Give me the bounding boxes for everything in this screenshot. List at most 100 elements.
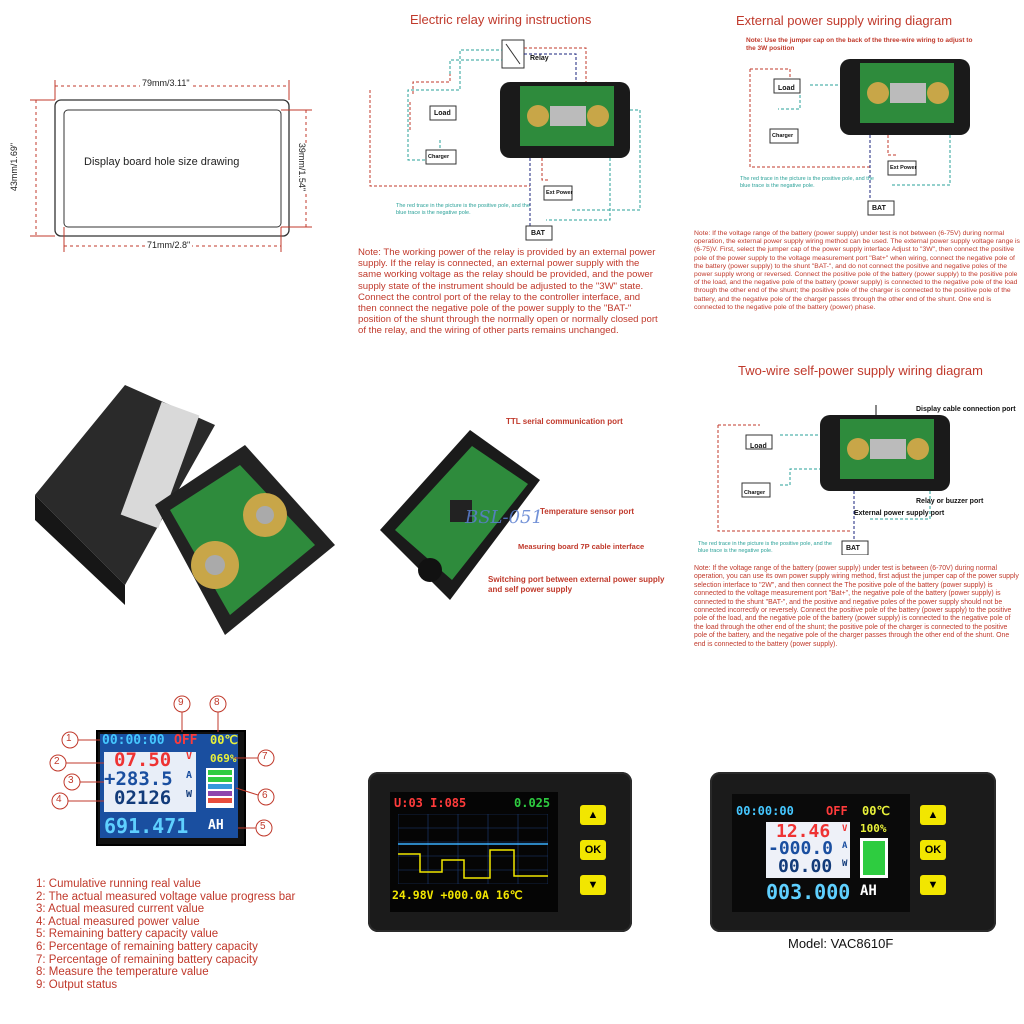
callout-temp: Temperature sensor port — [540, 507, 635, 516]
ext-power-port-label: External power supply port — [854, 510, 945, 517]
charger-label: Charger — [428, 154, 450, 160]
meter-time: 00:00:00 — [736, 804, 794, 818]
marker-3: 3 — [68, 775, 74, 786]
relay-label: Relay — [530, 55, 549, 62]
legend-item: 5: Remaining battery capacity value — [36, 928, 219, 941]
meter-screen — [390, 792, 558, 912]
meter-graph-panel: U:03 I:085 0.025 24.98V +000.0A 16℃ ▲ OK… — [368, 772, 632, 932]
jumper-note: Note: Use the jumper cap on the back of … — [746, 37, 973, 52]
battery-level — [863, 841, 885, 875]
meter-graph — [398, 814, 548, 884]
ext-power-label: Ext Power — [546, 190, 573, 196]
marker-5: 5 — [260, 821, 266, 832]
watermark: BSL-051 — [465, 507, 543, 528]
bat-label: BAT — [531, 230, 545, 237]
down-button[interactable]: ▼ — [580, 875, 606, 895]
battery-seg-4 — [208, 791, 232, 796]
up-button[interactable]: ▲ — [580, 805, 606, 825]
top-dimension: 79mm/3.11" — [140, 78, 192, 88]
load-label: Load — [750, 443, 767, 450]
hole-caption: Display board hole size drawing — [84, 156, 240, 168]
battery-seg-5 — [208, 798, 232, 803]
charger-label: Charger — [744, 490, 766, 496]
relay-diagram — [369, 39, 641, 241]
battery-seg-2 — [208, 777, 232, 782]
meter-percent: 100% — [860, 822, 887, 835]
callout-measuring: Measuring board 7P cable interface — [518, 542, 645, 551]
meter-capacity-unit: AH — [860, 883, 877, 899]
external-power-panel: External power supply wiring diagram Not… — [690, 0, 1024, 340]
trace-note: The red trace in the picture is the posi… — [698, 541, 832, 554]
lcd-voltage: 07.50 — [114, 749, 172, 771]
lcd-current-unit: A — [186, 770, 193, 781]
meter-voltage-unit: V — [842, 824, 848, 834]
lcd-capacity-unit: AH — [208, 818, 224, 833]
relay-buzzer-label: Relay or buzzer port — [916, 498, 984, 505]
legend-list: 1: Cumulative running real value 2: The … — [36, 878, 336, 991]
load-label: Load — [778, 85, 795, 92]
lcd-power-unit: W — [186, 789, 193, 800]
relay-title: Electric relay wiring instructions — [410, 12, 592, 27]
charger-label: Charger — [772, 133, 794, 139]
right-dimension: 39mm/1.54" — [297, 142, 308, 192]
model-label: Model: VAC8610F — [788, 936, 894, 951]
marker-8: 8 — [214, 697, 220, 708]
marker-9: 9 — [178, 697, 184, 708]
battery-seg-3 — [208, 784, 232, 789]
trace-note: The red trace in the picture is the posi… — [396, 203, 530, 216]
lcd-time: 00:00:00 — [102, 733, 165, 748]
bat-label: BAT — [872, 205, 886, 212]
two-wire-panel: Two-wire self-power supply wiring diagra… — [690, 355, 1024, 685]
marker-1: 1 — [66, 733, 72, 744]
legend-item: 7: Percentage of remaining battery capac… — [36, 953, 258, 966]
ok-button[interactable]: OK — [920, 840, 946, 860]
left-dimension: 43mm/1.69" — [9, 142, 20, 192]
legend-item: 8: Measure the temperature value — [36, 966, 209, 979]
hole-size-drawing: 79mm/3.11" 43mm/1.69" 39mm/1.54" 71mm/2.… — [0, 60, 330, 260]
graph-bottom-line: 24.98V +000.0A 16℃ — [392, 888, 523, 902]
bat-label: BAT — [846, 545, 860, 552]
board-callouts-panel: BSL-051 TTL serial communication port Te… — [340, 400, 680, 660]
lcd-legend-panel: 00:00:00 OFF 00℃ 07.50 V +283.5 A 02126 … — [0, 690, 340, 1024]
meter-temp: 00℃ — [862, 804, 890, 818]
two-wire-title: Two-wire self-power supply wiring diagra… — [738, 363, 983, 378]
graph-top-right: 0.025 — [514, 796, 551, 810]
meter-status: OFF — [826, 804, 848, 818]
display-cable-label: Display cable connection port — [916, 406, 1016, 413]
meter-white-block — [766, 822, 850, 878]
lcd-white-block — [104, 752, 196, 812]
legend-leader-lines — [49, 695, 275, 837]
legend-item: 4: Actual measured power value — [36, 915, 200, 928]
relay-note: Note: The working power of the relay is … — [358, 247, 658, 337]
legend-item: 9: Output status — [36, 978, 118, 991]
board-illustration — [380, 430, 540, 600]
lcd-current: +283.5 — [104, 768, 173, 790]
marker-6: 6 — [262, 790, 268, 801]
marker-4: 4 — [56, 794, 62, 805]
meter-current-unit: A — [842, 841, 848, 851]
legend-item: 2: The actual measured voltage value pro… — [36, 890, 296, 903]
meter-voltage: 12.46 — [776, 821, 831, 842]
lcd-voltage-unit: V — [186, 751, 193, 762]
trace-note: The red trace in the picture is the posi… — [740, 176, 874, 189]
ok-button[interactable]: OK — [580, 840, 606, 860]
lcd-power: 02126 — [114, 787, 172, 809]
meter-model-panel: 00:00:00 OFF 00℃ 100% 12.46 V -000.0 A 0… — [710, 772, 996, 962]
lcd-temp: 00℃ — [210, 733, 238, 747]
callout-ttl: TTL serial communication port — [506, 417, 623, 426]
two-wire-diagram — [717, 405, 950, 555]
callout-switching: Switching port between external power su… — [488, 575, 665, 594]
graph-top-line: U:03 I:085 — [394, 796, 467, 810]
two-wire-note: Note: If the voltage range of the batter… — [694, 565, 1019, 648]
external-note: Note: If the voltage range of the batter… — [694, 230, 1020, 311]
lcd-percent: 069% — [210, 752, 237, 765]
down-button[interactable]: ▼ — [920, 875, 946, 895]
relay-wiring-panel: Electric relay wiring instructions Relay… — [350, 0, 680, 340]
legend-item: 1: Cumulative running real value — [36, 878, 201, 890]
external-diagram — [749, 59, 970, 216]
legend-item: 6: Percentage of remaining battery capac… — [36, 940, 258, 953]
marker-7: 7 — [262, 751, 268, 762]
ext-power-label: Ext Power — [890, 165, 917, 171]
meter-power-unit: W — [842, 859, 848, 869]
up-button[interactable]: ▲ — [920, 805, 946, 825]
